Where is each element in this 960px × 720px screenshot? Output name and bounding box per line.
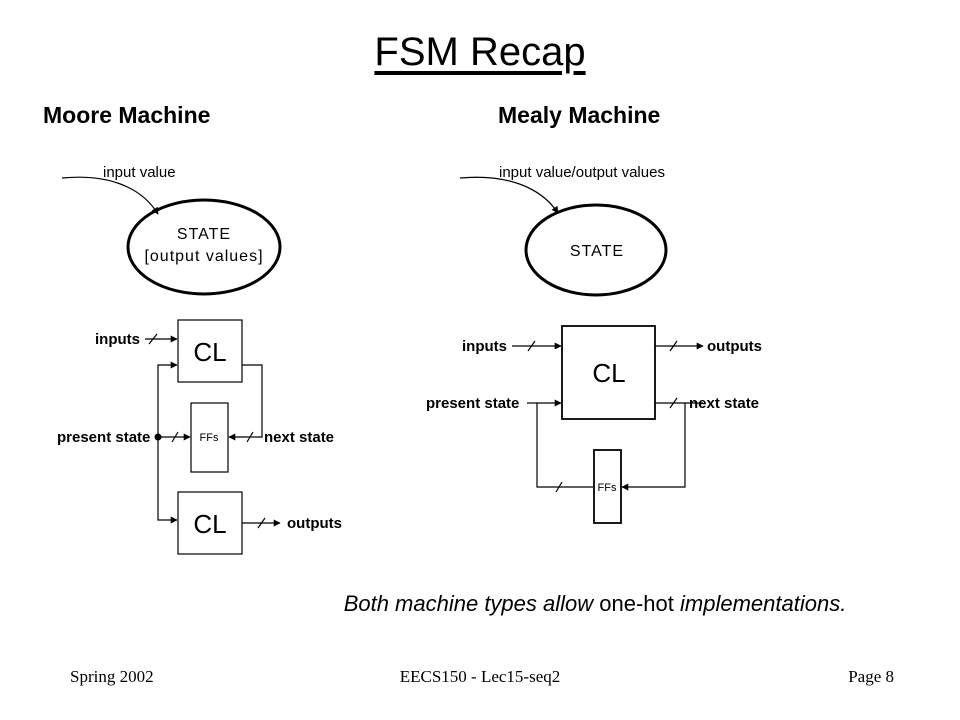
moore-outputs-slash <box>257 517 266 529</box>
moore-state-diagram: input value STATE [output values] <box>61 164 282 296</box>
mealy-ns-slash <box>669 397 678 409</box>
mealy-ffs-label: FFs <box>598 482 617 494</box>
moore-transition-label: input value <box>103 164 176 181</box>
moore-present-state-label: present state <box>57 429 150 446</box>
moore-heading: Moore Machine <box>43 102 211 128</box>
slide-title: FSM Recap <box>374 30 586 74</box>
mealy-ps-slash <box>555 481 563 493</box>
mealy-next-state-label: next state <box>689 395 759 412</box>
mealy-cl-label: CL <box>592 358 625 388</box>
moore-cl-top-label: CL <box>193 337 226 367</box>
mealy-outputs-label: outputs <box>707 338 762 355</box>
note-part-3: implementations. <box>673 591 847 616</box>
moore-next-state-arrow <box>228 364 263 441</box>
moore-block-diagram <box>145 319 281 555</box>
one-hot-note: Both machine types allow one-hot impleme… <box>0 591 960 617</box>
mealy-transition-arrow <box>459 176 559 214</box>
moore-cl-bottom-label: CL <box>193 509 226 539</box>
moore-ps-slash <box>171 431 179 443</box>
moore-state-label: STATE <box>177 226 231 243</box>
mealy-transition-label: input value/output values <box>499 164 665 181</box>
moore-outputs-label: outputs <box>287 515 342 532</box>
moore-cl-top-box <box>177 319 243 383</box>
moore-ffs-label: FFs <box>200 432 219 444</box>
moore-ps-to-cl-bottom <box>157 437 178 524</box>
mealy-cl-box <box>561 325 656 420</box>
mealy-ffs-box <box>593 449 622 524</box>
note-part-1: Both machine types allow <box>343 591 600 616</box>
moore-ns-slash <box>246 431 254 443</box>
mealy-state-bubble <box>524 203 668 297</box>
mealy-present-state-label: present state <box>426 395 519 412</box>
moore-ffs-box <box>190 402 229 473</box>
moore-inputs-slash <box>148 333 158 345</box>
note-part-2: one-hot <box>599 591 674 616</box>
moore-state-bubble <box>126 198 282 296</box>
moore-inputs-label: inputs <box>95 331 140 348</box>
moore-next-state-label: next state <box>264 429 334 446</box>
moore-state-outputs: [output values] <box>144 248 263 265</box>
mealy-heading: Mealy Machine <box>498 102 661 128</box>
mealy-outputs-slash <box>669 340 678 352</box>
footer-course: EECS150 - Lec15-seq2 <box>399 667 561 686</box>
mealy-state-diagram: input value/output values STATE <box>459 164 668 297</box>
moore-ps-to-cl-top <box>157 361 178 437</box>
mealy-present-state-arrow <box>536 399 593 488</box>
footer-page-number: Page 8 <box>848 667 894 686</box>
mealy-inputs-label: inputs <box>462 338 507 355</box>
footer-date: Spring 2002 <box>70 667 154 686</box>
mealy-next-state-arrow <box>621 402 686 491</box>
mealy-inputs-slash <box>527 340 536 352</box>
mealy-block-diagram <box>512 325 704 524</box>
moore-junction-dot <box>154 433 162 441</box>
moore-transition-arrow <box>61 176 159 215</box>
mealy-state-label: STATE <box>570 243 624 260</box>
